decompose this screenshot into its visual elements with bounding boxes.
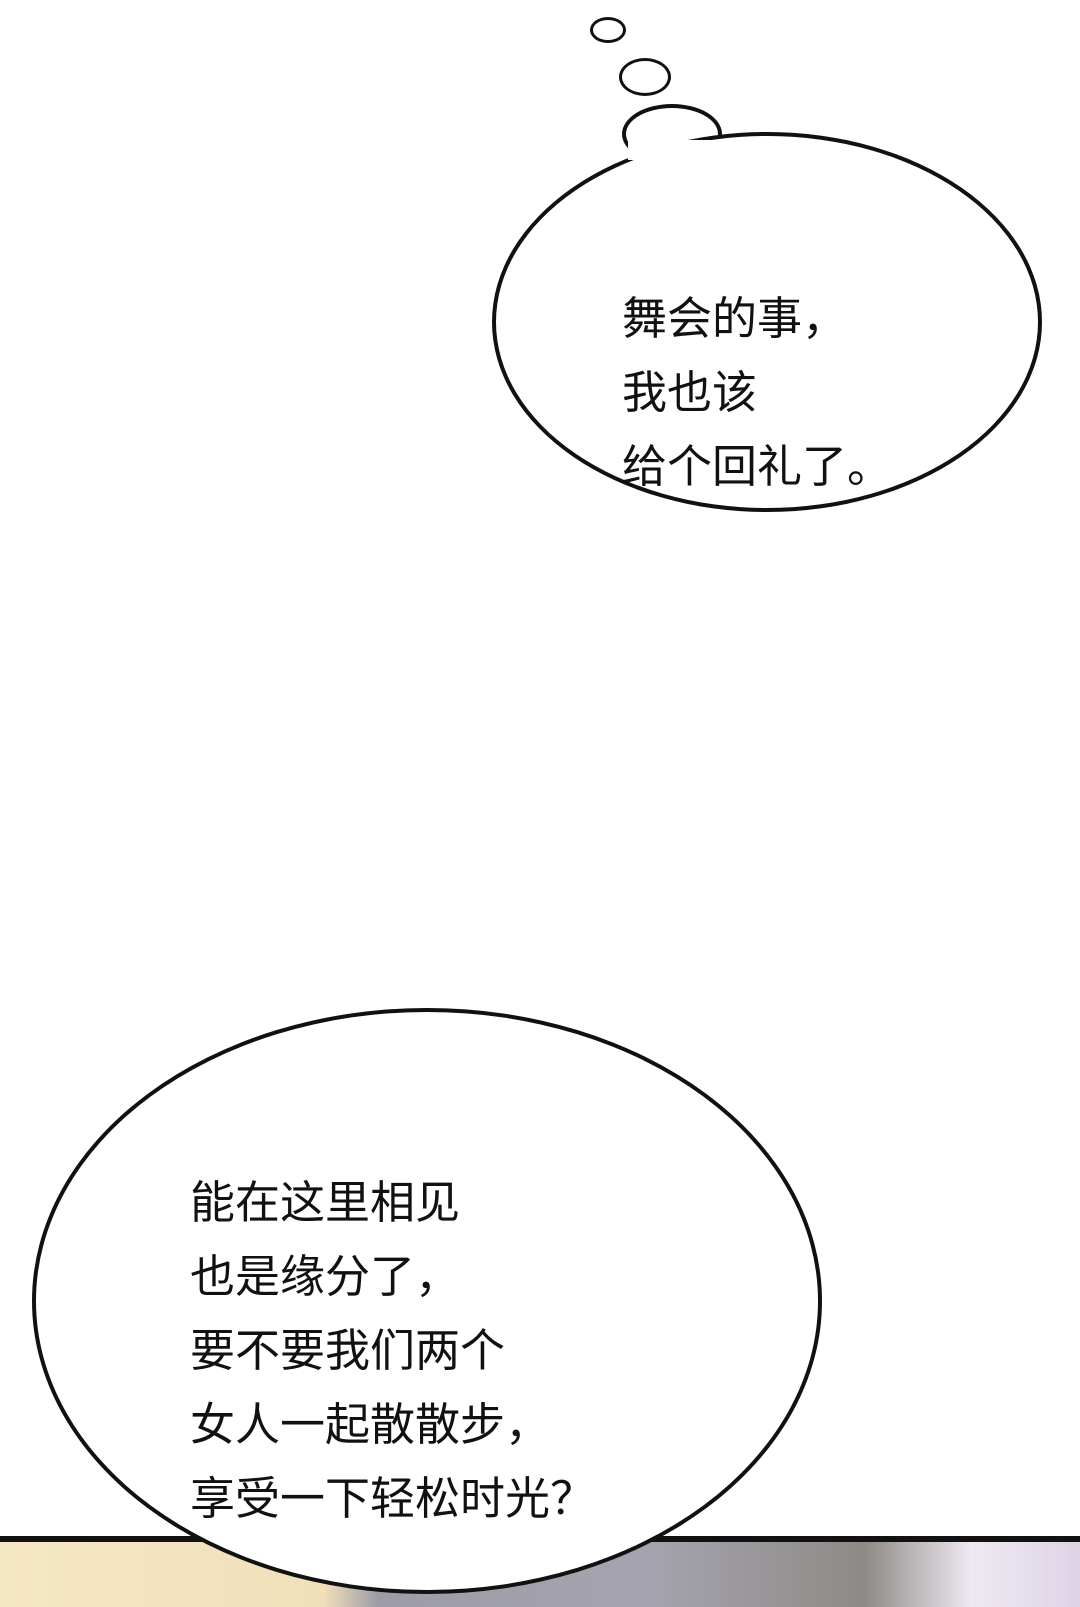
text-line: 女人一起散散步， xyxy=(190,1398,551,1451)
text-line: 舞会的事， xyxy=(622,292,848,345)
thought-bubble-text: 舞会的事， 我也该给个回礼了。 xyxy=(622,208,892,504)
thought-dot-small xyxy=(590,17,626,43)
speech-bubble-text: 能在这里相见也是缘分了， 要不要我们两个女人一起散散步， 享受一下轻松时光？ xyxy=(190,1092,595,1536)
text-line: 也是缘分了， xyxy=(190,1250,461,1303)
bubble-join xyxy=(628,140,718,160)
speech-bubble xyxy=(32,1008,822,1594)
thought-bubble xyxy=(492,132,1042,512)
text-line: 要不要我们两个 xyxy=(190,1324,506,1377)
text-line: 给个回礼了。 xyxy=(622,440,893,493)
text-line: 享受一下轻松时光？ xyxy=(190,1472,596,1525)
thought-dot-medium xyxy=(619,58,671,96)
text-line: 我也该 xyxy=(622,366,758,419)
text-line: 能在这里相见 xyxy=(190,1176,461,1229)
